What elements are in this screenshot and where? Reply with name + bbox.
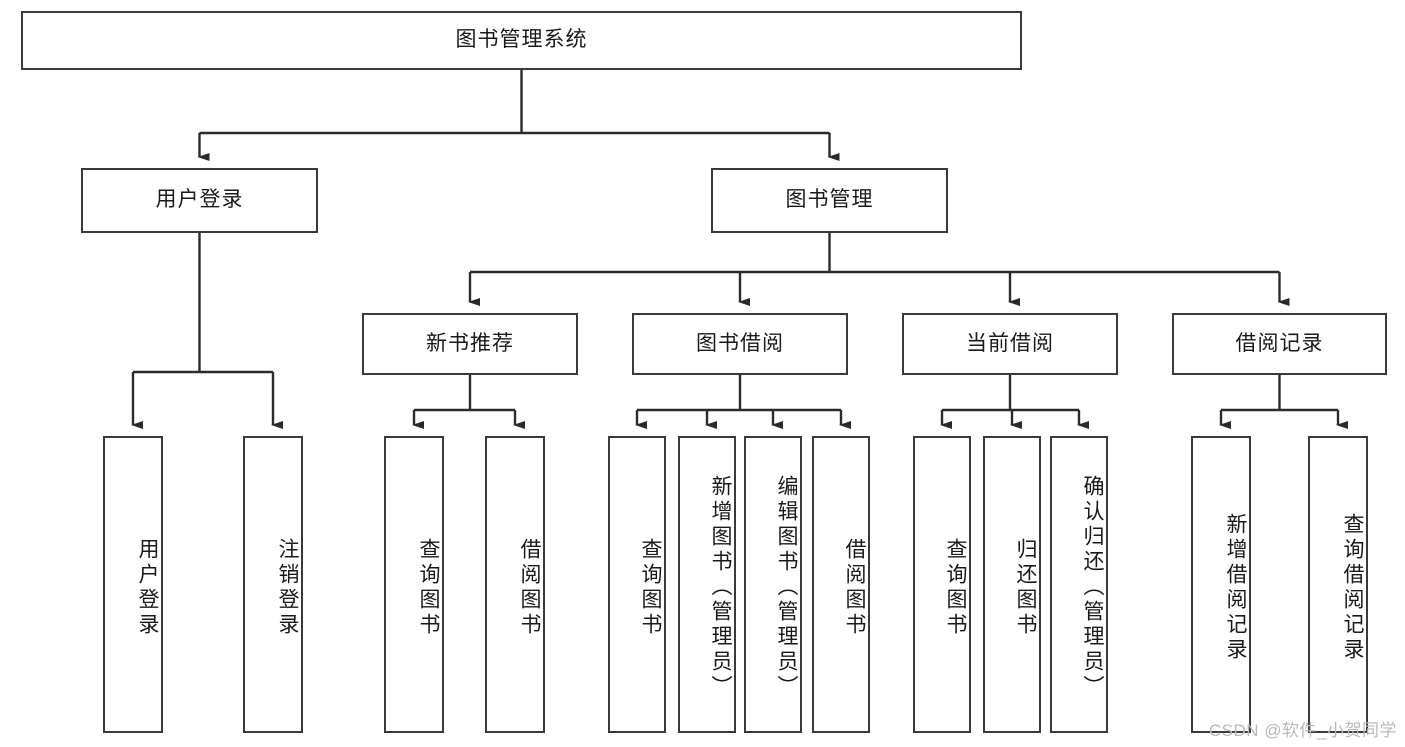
node-leaf-5[interactable]: 新增图书（管理员） bbox=[678, 436, 736, 733]
node-label: 查询图书 bbox=[417, 537, 440, 638]
node-leaf-0[interactable]: 用户登录 bbox=[103, 436, 163, 733]
node-level3-2[interactable]: 当前借阅 bbox=[902, 313, 1118, 375]
node-leaf-8[interactable]: 查询图书 bbox=[913, 436, 971, 733]
node-level3-3[interactable]: 借阅记录 bbox=[1172, 313, 1387, 375]
node-label: 归还图书 bbox=[1014, 537, 1037, 638]
node-leaf-2[interactable]: 查询图书 bbox=[384, 436, 444, 733]
node-label: 查询图书 bbox=[944, 537, 967, 638]
node-label: 新增图书（管理员） bbox=[709, 475, 732, 700]
node-level2-1[interactable]: 图书管理 bbox=[711, 168, 948, 233]
node-leaf-1[interactable]: 注销登录 bbox=[243, 436, 303, 733]
node-root[interactable]: 图书管理系统 bbox=[21, 11, 1022, 70]
node-leaf-4[interactable]: 查询图书 bbox=[608, 436, 666, 733]
node-label: 用户登录 bbox=[155, 188, 244, 212]
node-leaf-6[interactable]: 编辑图书（管理员） bbox=[744, 436, 802, 733]
node-leaf-10[interactable]: 确认归还（管理员） bbox=[1050, 436, 1108, 733]
node-label: 编辑图书（管理员） bbox=[775, 475, 798, 700]
node-label: 当前借阅 bbox=[966, 331, 1054, 355]
node-label: 查询图书 bbox=[639, 537, 662, 638]
node-leaf-11[interactable]: 新增借阅记录 bbox=[1191, 436, 1251, 733]
node-level2-0[interactable]: 用户登录 bbox=[81, 168, 318, 233]
node-label: 查询借阅记录 bbox=[1341, 512, 1364, 663]
node-label: 用户登录 bbox=[136, 537, 159, 638]
node-label: 新增借阅记录 bbox=[1224, 512, 1247, 663]
node-label: 新书推荐 bbox=[426, 331, 514, 355]
node-level3-1[interactable]: 图书借阅 bbox=[632, 313, 848, 375]
node-label: 注销登录 bbox=[276, 537, 299, 638]
node-label: 借阅图书 bbox=[843, 537, 866, 638]
node-leaf-3[interactable]: 借阅图书 bbox=[485, 436, 545, 733]
node-label: 确认归还（管理员） bbox=[1081, 475, 1104, 700]
node-label: 图书管理系统 bbox=[455, 28, 588, 52]
node-label: 图书借阅 bbox=[696, 331, 784, 355]
node-leaf-9[interactable]: 归还图书 bbox=[983, 436, 1041, 733]
node-leaf-12[interactable]: 查询借阅记录 bbox=[1308, 436, 1368, 733]
node-label: 图书管理 bbox=[785, 188, 874, 212]
csdn-watermark: CSDN @软件_小贺同学 bbox=[1208, 721, 1397, 740]
node-leaf-7[interactable]: 借阅图书 bbox=[812, 436, 870, 733]
node-level3-0[interactable]: 新书推荐 bbox=[362, 313, 578, 375]
node-label: 借阅图书 bbox=[518, 537, 541, 638]
node-label: 借阅记录 bbox=[1235, 331, 1324, 355]
